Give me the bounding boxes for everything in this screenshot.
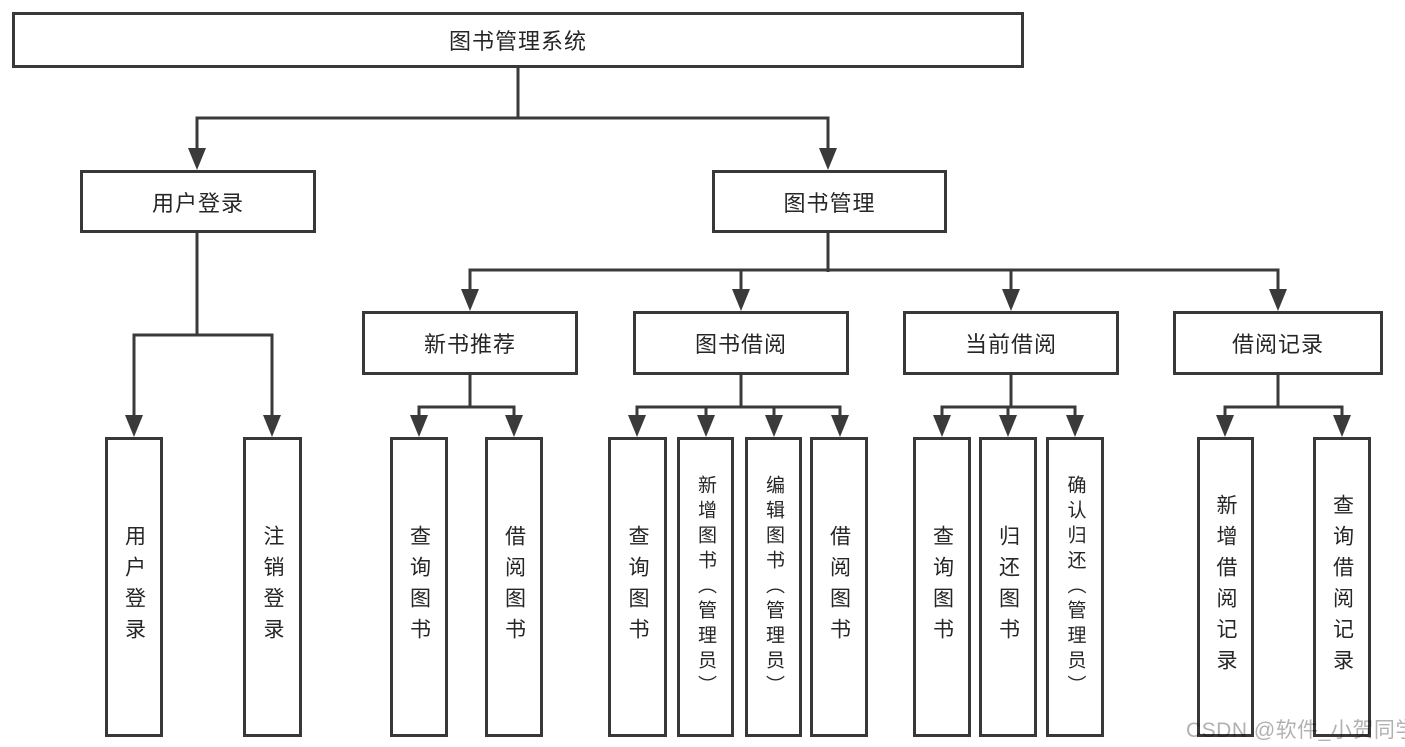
leaf-label: 查询图书	[626, 525, 649, 649]
node-book-borrowing: 图书借阅	[633, 311, 849, 375]
arrowhead-icon	[765, 415, 783, 437]
leaf-label: 确认归还（管理员）	[1064, 474, 1086, 700]
connectors-borrowing-records-children	[1216, 375, 1351, 437]
node-root-library-system: 图书管理系统	[12, 12, 1024, 68]
arrowhead-icon	[1066, 415, 1084, 437]
arrowhead-icon	[263, 415, 281, 437]
arrowhead-icon	[831, 415, 849, 437]
node-new-book-recommendation: 新书推荐	[362, 311, 578, 375]
leaf-label: 用户登录	[122, 525, 146, 649]
leaf-query-books-recommend: 查询图书	[390, 437, 448, 737]
connectors-new-book-recommendation-children	[410, 375, 523, 437]
connector-line	[195, 116, 830, 150]
leaf-label: 查询借阅记录	[1330, 494, 1354, 680]
leaf-label: 借阅图书	[827, 525, 851, 649]
leaf-query-borrow-record: 查询借阅记录	[1313, 437, 1371, 737]
node-book-management: 图书管理	[712, 170, 947, 233]
leaf-label: 新增图书（管理员）	[695, 474, 716, 700]
arrowhead-icon	[1269, 289, 1287, 311]
leaf-borrow-books-borrowing: 借阅图书	[810, 437, 868, 737]
arrowhead-icon	[125, 415, 143, 437]
node-current-borrowing: 当前借阅	[903, 311, 1119, 375]
csdn-watermark: CSDN @软件_小贺同学	[1186, 719, 1405, 742]
leaf-query-books-borrowing: 查询图书	[608, 437, 667, 737]
node-borrowing-records: 借阅记录	[1173, 311, 1383, 375]
arrowhead-icon	[1002, 289, 1020, 311]
connectors-book-management-children	[461, 233, 1287, 311]
arrowhead-icon	[461, 289, 479, 311]
leaf-label: 注销登录	[261, 525, 284, 649]
arrowhead-icon	[410, 415, 428, 437]
leaf-label: 查询图书	[930, 525, 954, 649]
connectors-current-borrowing-children	[933, 375, 1084, 437]
leaf-label: 归还图书	[996, 525, 1020, 649]
connectors-book-borrowing-children	[628, 375, 849, 437]
leaf-add-borrow-record: 新增借阅记录	[1197, 437, 1254, 737]
arrowhead-icon	[697, 415, 715, 437]
arrowhead-icon	[732, 289, 750, 311]
arrowhead-icon	[188, 148, 206, 170]
connector-line	[417, 405, 516, 419]
connector-line	[1223, 405, 1344, 419]
arrowhead-icon	[933, 415, 951, 437]
leaf-label: 编辑图书（管理员）	[763, 474, 784, 700]
arrowhead-icon	[1333, 415, 1351, 437]
arrowhead-icon	[819, 148, 837, 170]
connectors-root-to-level2	[188, 68, 837, 170]
arrowhead-icon	[505, 415, 523, 437]
arrowhead-icon	[628, 415, 646, 437]
connector-line	[468, 268, 1280, 293]
connectors-user-login-children	[125, 233, 281, 437]
leaf-logout-login: 注销登录	[243, 437, 302, 737]
leaf-add-books-admin: 新增图书（管理员）	[677, 437, 734, 737]
leaf-edit-books-admin: 编辑图书（管理员）	[745, 437, 802, 737]
connector-line	[635, 405, 842, 419]
leaf-label: 新增借阅记录	[1214, 494, 1237, 680]
leaf-label: 查询图书	[407, 525, 431, 649]
arrowhead-icon	[999, 415, 1017, 437]
leaf-query-books-current: 查询图书	[913, 437, 971, 737]
leaf-user-login: 用户登录	[105, 437, 163, 737]
leaf-borrow-books-recommend: 借阅图书	[485, 437, 543, 737]
connector-line	[132, 333, 274, 419]
leaf-confirm-return-admin: 确认归还（管理员）	[1046, 437, 1104, 737]
node-user-login: 用户登录	[80, 170, 316, 233]
leaf-return-books: 归还图书	[979, 437, 1037, 737]
arrowhead-icon	[1216, 415, 1234, 437]
leaf-label: 借阅图书	[502, 525, 526, 649]
